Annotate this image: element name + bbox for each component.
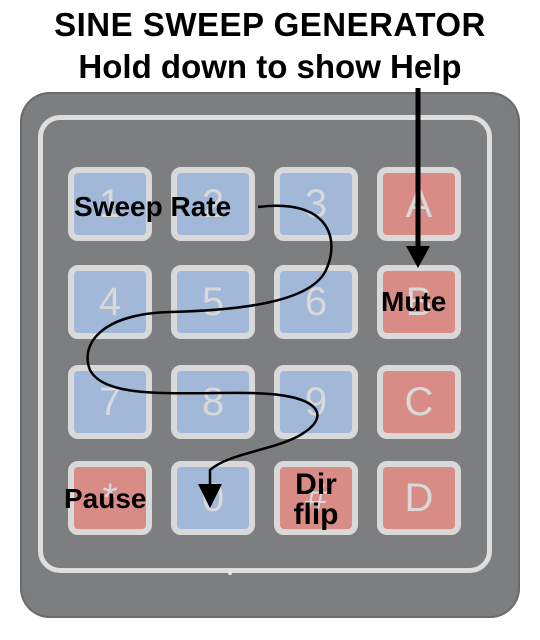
key-star[interactable]: * xyxy=(68,461,152,535)
key-label: 3 xyxy=(304,181,328,226)
frame-dot xyxy=(228,571,232,575)
key-9[interactable]: 9 xyxy=(274,365,358,439)
key-label: 1 xyxy=(98,181,122,226)
callout-pause: Pause xyxy=(64,483,147,514)
key-label: B xyxy=(405,279,433,324)
key-label: 5 xyxy=(201,279,225,324)
callout-dir-line2: flip xyxy=(293,498,339,531)
key-label: * xyxy=(102,475,118,520)
key-hash[interactable]: # xyxy=(274,461,358,535)
callout-dir-line1: Dir xyxy=(295,468,337,501)
key-3[interactable]: 3 xyxy=(274,167,358,241)
key-label: 4 xyxy=(98,279,122,324)
key-label: 2 xyxy=(201,181,225,226)
callout-dir-flip: Dir flip xyxy=(284,470,348,530)
key-label: 9 xyxy=(304,379,328,424)
key-c[interactable]: C xyxy=(377,365,461,439)
key-label: 8 xyxy=(201,379,225,424)
sweep-path xyxy=(86,204,333,492)
title-line-1: SINE SWEEP GENERATOR xyxy=(54,6,486,43)
callout-mute: Mute xyxy=(381,286,447,317)
key-1[interactable]: 1 xyxy=(68,167,152,241)
key-6[interactable]: 6 xyxy=(274,265,358,339)
keypad-frame xyxy=(38,115,492,573)
sweep-arrow-head xyxy=(198,484,222,508)
title-line-2: Hold down to show Help xyxy=(78,48,462,85)
key-label: D xyxy=(404,475,434,520)
key-b[interactable]: B xyxy=(377,265,461,339)
key-label: C xyxy=(404,379,434,424)
key-d[interactable]: D xyxy=(377,461,461,535)
help-arrow-head xyxy=(406,246,430,268)
key-7[interactable]: 7 xyxy=(68,365,152,439)
key-8[interactable]: 8 xyxy=(171,365,255,439)
key-label: 6 xyxy=(304,279,328,324)
key-label: # xyxy=(304,475,328,520)
key-2[interactable]: 2 xyxy=(171,167,255,241)
callout-sweep-rate: Sweep Rate xyxy=(74,191,232,222)
key-label: 7 xyxy=(98,379,122,424)
key-5[interactable]: 5 xyxy=(171,265,255,339)
